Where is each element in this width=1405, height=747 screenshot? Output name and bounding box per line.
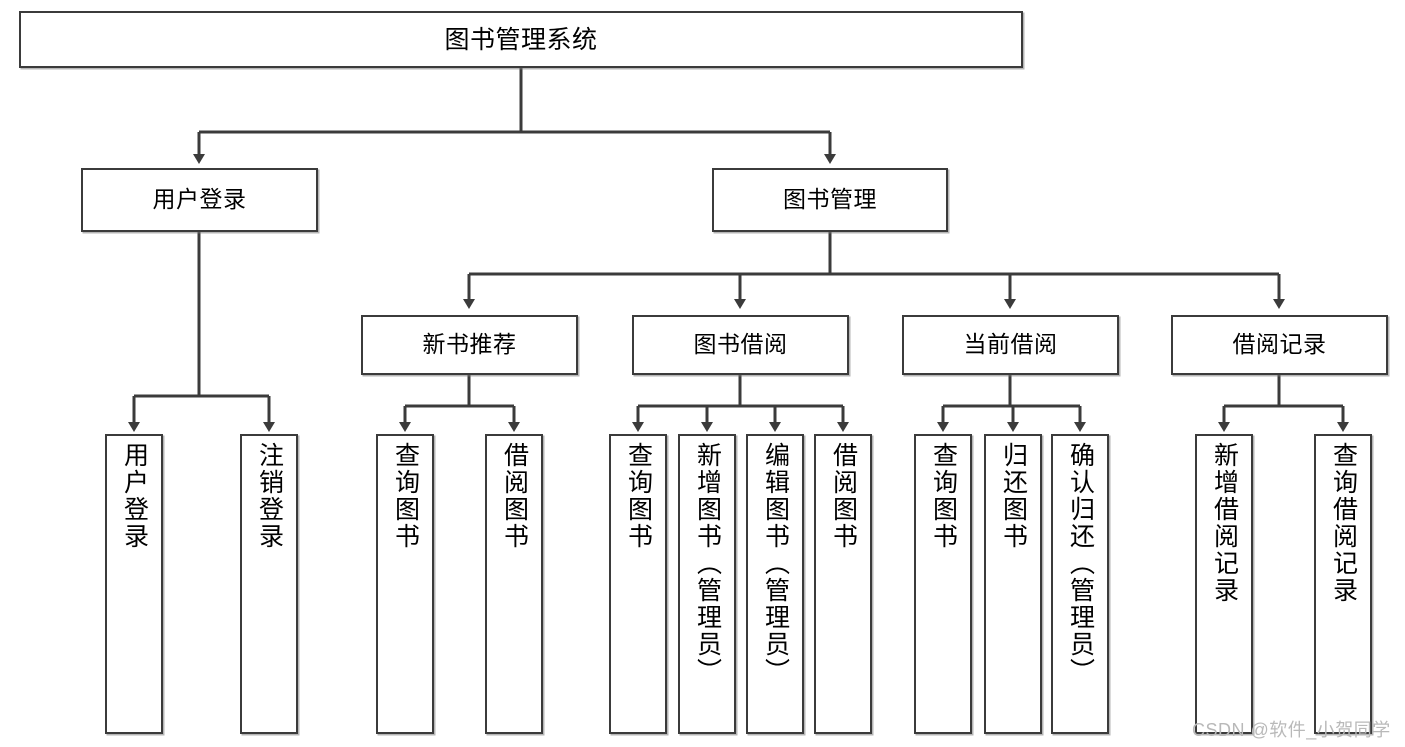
node-leaf-confirm-return[interactable]: 确认归还（管理员）: [1051, 434, 1109, 734]
node-leaf-confirm-return-label: 确认归还（管理员）: [1066, 442, 1095, 685]
watermark: CSDN @软件_小贺同学: [1192, 720, 1391, 740]
node-leaf-borrow-book-1-label: 借阅图书: [500, 442, 529, 550]
node-current-borrow-label: 当前借阅: [963, 331, 1058, 358]
node-user-login[interactable]: 用户登录: [81, 168, 318, 232]
node-leaf-query-book-3[interactable]: 查询图书: [914, 434, 972, 734]
node-leaf-return-book[interactable]: 归还图书: [984, 434, 1042, 734]
node-book-borrow-label: 图书借阅: [693, 331, 788, 358]
node-book-management[interactable]: 图书管理: [712, 168, 948, 232]
node-new-book-recommend-label: 新书推荐: [422, 331, 517, 358]
node-leaf-query-record[interactable]: 查询借阅记录: [1314, 434, 1372, 734]
node-leaf-query-book-1-label: 查询图书: [391, 442, 420, 550]
node-borrow-record[interactable]: 借阅记录: [1171, 315, 1388, 375]
node-leaf-query-book-1[interactable]: 查询图书: [376, 434, 434, 734]
node-leaf-borrow-book-2-label: 借阅图书: [829, 442, 858, 550]
node-leaf-return-book-label: 归还图书: [999, 442, 1028, 550]
node-leaf-query-book-2-label: 查询图书: [624, 442, 653, 550]
node-leaf-query-book-2[interactable]: 查询图书: [609, 434, 667, 734]
node-leaf-user-login[interactable]: 用户登录: [105, 434, 163, 734]
node-leaf-add-record-label: 新增借阅记录: [1210, 442, 1239, 604]
node-leaf-add-book-label: 新增图书（管理员）: [693, 442, 722, 685]
node-current-borrow[interactable]: 当前借阅: [902, 315, 1119, 375]
node-book-management-label: 图书管理: [783, 186, 877, 213]
node-book-borrow[interactable]: 图书借阅: [632, 315, 849, 375]
node-borrow-record-label: 借阅记录: [1232, 331, 1327, 358]
node-root[interactable]: 图书管理系统: [19, 11, 1023, 68]
node-user-login-label: 用户登录: [152, 186, 247, 213]
node-leaf-borrow-book-1[interactable]: 借阅图书: [485, 434, 543, 734]
node-leaf-borrow-book-2[interactable]: 借阅图书: [814, 434, 872, 734]
node-leaf-user-logout[interactable]: 注销登录: [240, 434, 298, 734]
node-leaf-add-record[interactable]: 新增借阅记录: [1195, 434, 1253, 734]
node-leaf-query-record-label: 查询借阅记录: [1329, 442, 1358, 604]
node-leaf-edit-book[interactable]: 编辑图书（管理员）: [746, 434, 804, 734]
node-root-label: 图书管理系统: [444, 25, 598, 54]
node-new-book-recommend[interactable]: 新书推荐: [361, 315, 578, 375]
node-leaf-query-book-3-label: 查询图书: [929, 442, 958, 550]
node-leaf-user-logout-label: 注销登录: [255, 442, 284, 550]
node-leaf-edit-book-label: 编辑图书（管理员）: [761, 442, 790, 685]
node-leaf-user-login-label: 用户登录: [120, 442, 149, 550]
node-leaf-add-book[interactable]: 新增图书（管理员）: [678, 434, 736, 734]
